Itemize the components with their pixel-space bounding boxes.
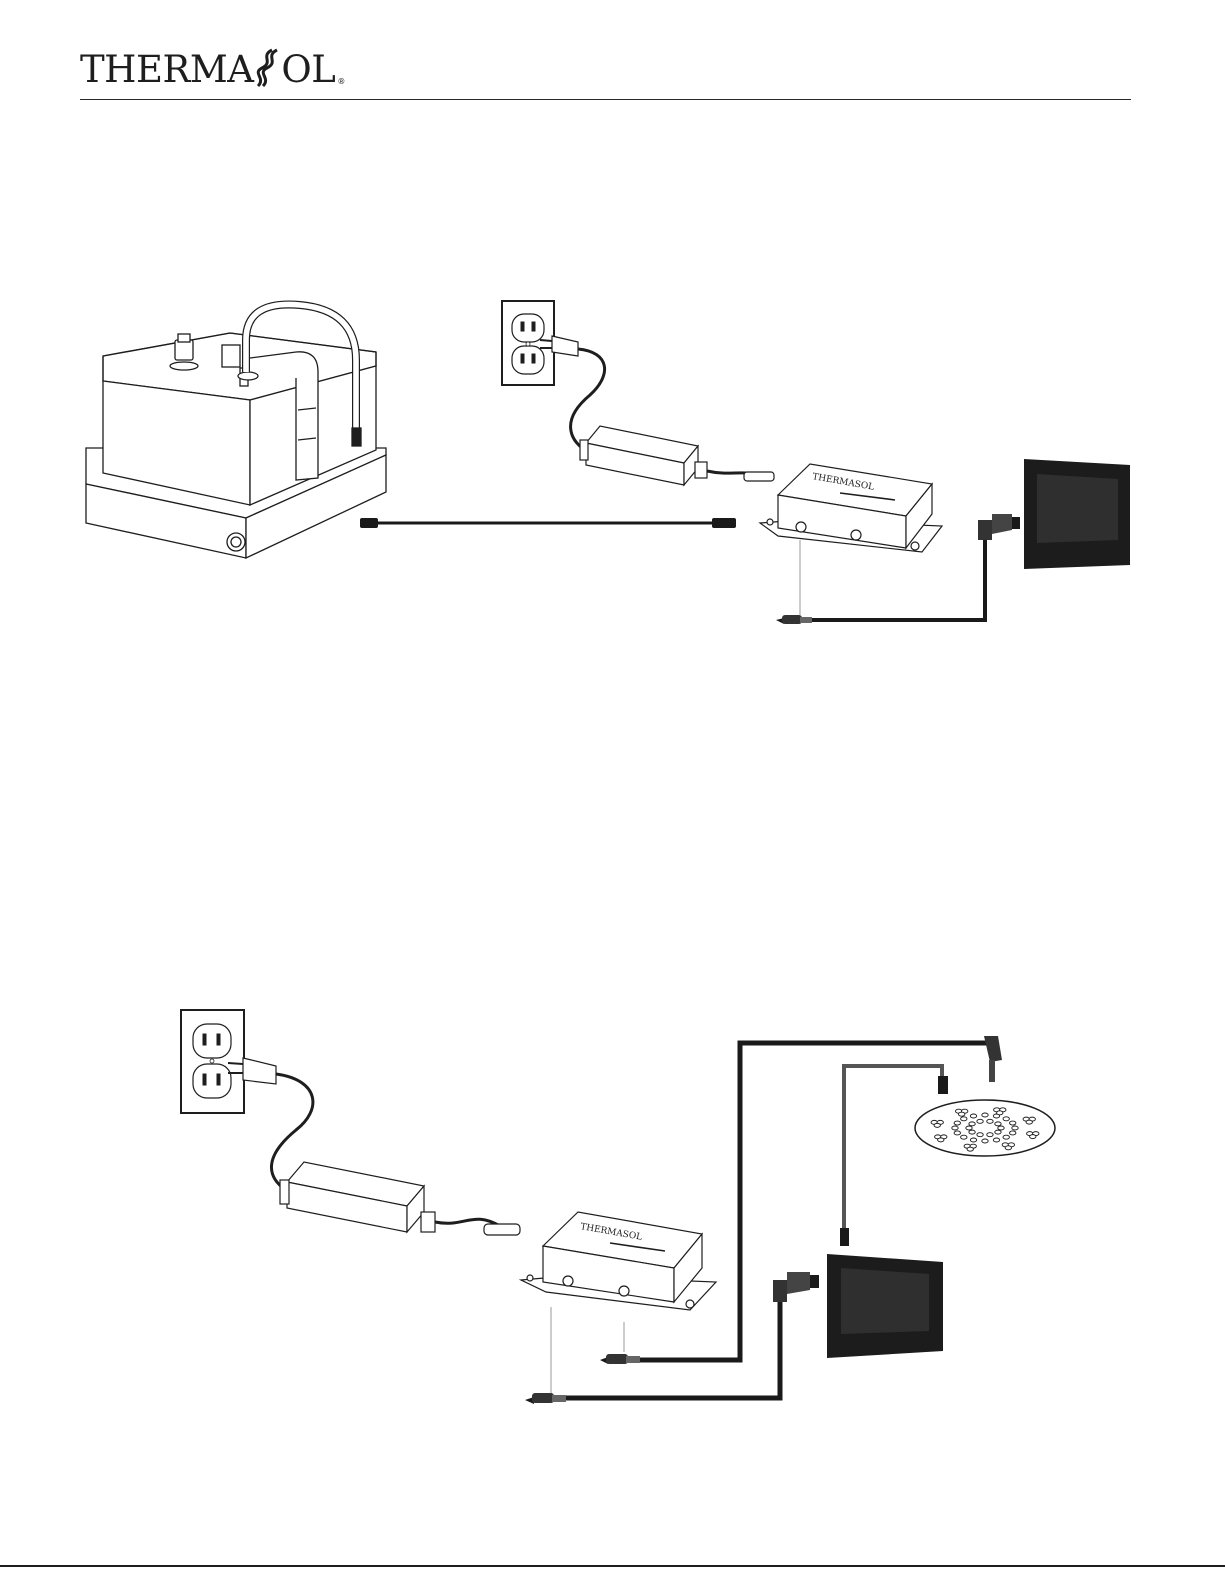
power-communication-module: THERMASOL [760,464,942,552]
rain-head-nozzle [1030,1135,1036,1139]
rain-head-nozzle [997,1111,1003,1115]
rain-head-nozzle [954,1121,960,1125]
rain-head-nozzle [995,1130,1001,1134]
rain-head-nozzle [966,1126,972,1130]
logo-wordmark: THERMA [80,51,253,88]
rain-head-nozzle [977,1133,983,1137]
rainhead-to-screen-cable [840,1066,948,1246]
power-adapter [580,426,774,485]
footer-divider [0,1565,1225,1567]
rain-head-nozzle [1012,1126,1018,1130]
touchscreen-control [1024,459,1130,569]
rain-head-nozzle [982,1113,988,1117]
rain-head-nozzle [993,1138,999,1142]
rain-head-nozzle [969,1122,975,1126]
rain-head-nozzle [970,1114,976,1118]
rain-head-nozzle [970,1138,976,1142]
power-communication-module: THERMASOL [521,1212,716,1310]
rain-head-nozzle [995,1122,1001,1126]
rain-head-nozzle [967,1147,973,1151]
header-divider [80,99,1131,100]
rain-head-nozzle [969,1130,975,1134]
rain-head-nozzle [952,1126,958,1130]
touchscreen-control [827,1254,943,1358]
steam-swirl-logo-icon [254,48,280,88]
rain-head [915,1100,1055,1156]
rain-head-nozzle [982,1139,988,1143]
rain-head-nozzle [1005,1146,1011,1150]
rain-head-nozzle [977,1119,983,1123]
wall-outlet [502,301,554,385]
registered-mark: ® [337,77,345,86]
rain-head-nozzle [1010,1121,1016,1125]
rain-head-nozzle [1026,1120,1032,1124]
rain-head-nozzle [961,1117,967,1121]
rain-head-nozzle [958,1112,964,1116]
rain-head-nozzle [987,1119,993,1123]
logo-wordmark-end: OL [281,51,335,88]
rain-head-nozzle [987,1133,993,1137]
wiring-diagram-steam-generator: THERMASOL [0,290,1225,650]
wiring-diagram-lighting: THERMASOL [0,1000,1225,1420]
rain-head-nozzle [954,1131,960,1135]
wall-outlet [181,1010,244,1113]
power-adapter [280,1162,520,1235]
steam-generator [86,304,386,558]
rain-head-nozzle [961,1135,967,1139]
rain-head-nozzle [1003,1135,1009,1139]
rain-head-nozzle [938,1138,944,1142]
data-cable [360,518,736,528]
rain-head-nozzle [1003,1117,1009,1121]
rain-head-nozzle [934,1123,940,1127]
rain-head-nozzle [998,1126,1004,1130]
rain-head-nozzle [1010,1131,1016,1135]
thermasol-logo: THERMA OL ® [80,48,345,88]
